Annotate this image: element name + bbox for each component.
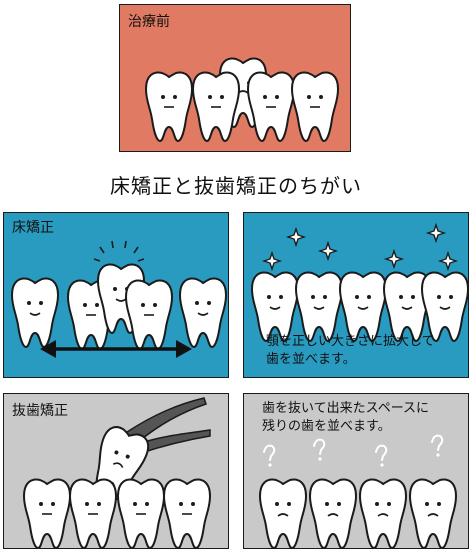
- tooth-icon: [22, 478, 72, 548]
- sparkle-icon: [285, 226, 307, 248]
- tooth-icon: [308, 478, 358, 548]
- page-title: 床矯正と抜歯矯正のちがい: [110, 174, 362, 198]
- question-mark-icon: [263, 444, 276, 461]
- extraction-caption-line2: 残りの歯を並べます。: [262, 419, 391, 434]
- tooth-icon: [358, 478, 408, 548]
- question-marks: [263, 434, 444, 461]
- tooth-icon: [408, 478, 458, 548]
- panel-palate-result: 顎を正しい大きさに拡大して 歯を並べます。: [243, 212, 469, 378]
- panel-palate-expansion: 床矯正: [3, 212, 229, 378]
- tooth-icon: [162, 478, 212, 548]
- question-mark-icon: [431, 434, 444, 451]
- question-mark-icon: [375, 444, 388, 461]
- tooth-icon: [420, 271, 468, 343]
- extraction-result-illustration: [258, 434, 458, 548]
- tooth-icon: [144, 71, 194, 143]
- tooth-icon: [191, 71, 241, 143]
- tooth-icon: [246, 71, 296, 143]
- sparkles: [261, 222, 459, 272]
- tooth-icon: [250, 271, 300, 343]
- question-mark-dots: [268, 453, 440, 467]
- panel-label-before: 治療前: [128, 14, 170, 30]
- sparkle-icon: [261, 250, 283, 272]
- sparkle-icon: [317, 240, 339, 262]
- palate-caption: 顎を正しい大きさに拡大して 歯を並べます。: [266, 333, 435, 369]
- burst-lines: [93, 240, 145, 262]
- crowded-teeth-illustration: [144, 57, 340, 143]
- double-arrow-icon: [40, 340, 192, 358]
- tooth-icon: [290, 71, 340, 143]
- tooth-icon: [68, 478, 118, 548]
- palate-result-illustration: [250, 222, 468, 343]
- panel-before-treatment: 治療前: [119, 4, 351, 152]
- extraction-illustration: [22, 397, 212, 548]
- sparkle-icon: [437, 250, 459, 272]
- palate-caption-line1: 顎を正しい大きさに拡大して: [266, 334, 435, 349]
- palate-caption-line2: 歯を並べます。: [266, 352, 356, 367]
- panel-label-palate: 床矯正: [12, 220, 54, 236]
- tooth-icon: [124, 279, 174, 351]
- tooth-icon: [382, 271, 432, 343]
- panel-extraction-result: 歯を抜いて出来たスペースに 残りの歯を並べます。: [243, 393, 469, 549]
- tooth-icon: [338, 271, 388, 343]
- tooth-icon: [258, 478, 308, 548]
- sparkle-icon: [425, 222, 447, 244]
- tooth-icon: [178, 277, 228, 349]
- tooth-icon: [10, 277, 60, 349]
- extraction-caption: 歯を抜いて出来たスペースに 残りの歯を並べます。: [262, 400, 429, 436]
- sparkle-icon: [383, 248, 405, 270]
- panel-extraction: 抜歯矯正: [3, 393, 229, 549]
- tooth-icon: [116, 478, 166, 548]
- panel-label-extraction: 抜歯矯正: [12, 403, 68, 419]
- extraction-caption-line1: 歯を抜いて出来たスペースに: [262, 401, 430, 416]
- question-mark-icon: [313, 438, 326, 455]
- palate-teeth-illustration: [10, 240, 228, 358]
- tooth-icon: [294, 271, 344, 343]
